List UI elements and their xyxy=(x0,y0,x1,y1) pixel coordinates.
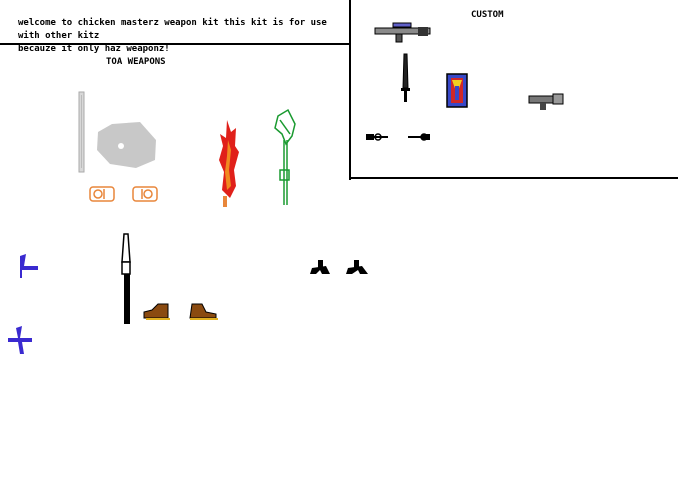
toa-weapons-heading: TOA WEAPONS xyxy=(106,57,166,67)
custom-panel-bottom-border xyxy=(349,177,678,179)
boot-icon xyxy=(143,303,170,320)
claw-hook-icon xyxy=(408,133,430,141)
custom-panel-left-border xyxy=(349,0,351,180)
silver-blade-icon xyxy=(78,91,85,173)
blaster-icon xyxy=(528,93,564,110)
fire-sword-icon xyxy=(219,120,239,207)
round-shield-icon xyxy=(97,122,156,168)
blue-claw-icon xyxy=(20,254,38,278)
knuckle-guard-icon xyxy=(89,186,115,202)
blue-claw-icon xyxy=(8,326,32,354)
intro-divider xyxy=(0,43,350,45)
black-staff-icon xyxy=(121,233,131,324)
custom-heading: CUSTOM xyxy=(471,10,504,20)
knuckle-guard-icon xyxy=(132,186,158,202)
boot-icon xyxy=(189,303,218,320)
sword-icon xyxy=(401,53,410,102)
intro-text: welcome to chicken masterz weapon kit th… xyxy=(18,18,327,54)
leaf-axe-icon xyxy=(274,108,296,205)
foot-claw-icon xyxy=(310,260,330,274)
claw-hook-icon xyxy=(366,133,388,141)
foot-claw-icon xyxy=(346,260,368,274)
rifle-icon xyxy=(374,22,431,43)
shield-icon xyxy=(446,73,468,108)
